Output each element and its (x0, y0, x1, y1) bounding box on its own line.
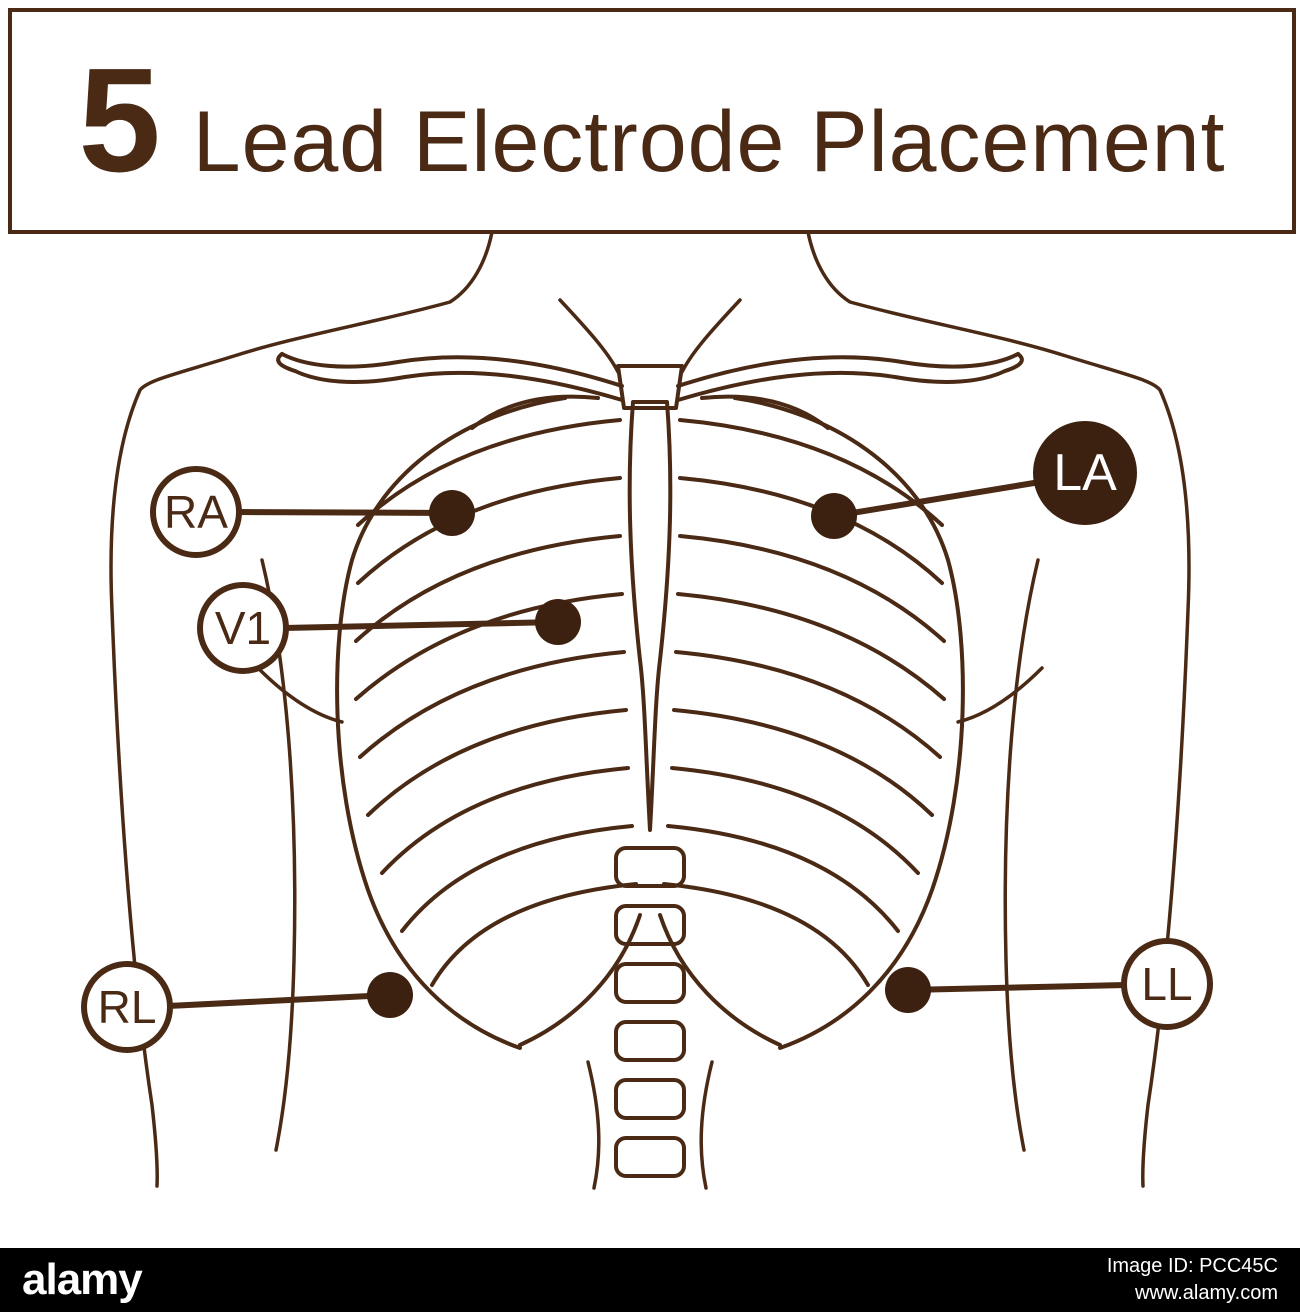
pectoral-line-right (956, 666, 1044, 724)
rl-connector-line (165, 992, 393, 1009)
ll-connector-line (905, 982, 1129, 993)
rib-right-9 (662, 882, 870, 987)
torso-outline-right (806, 230, 1191, 1188)
v1-connector-line (281, 619, 561, 631)
clavicle-left-bottom (293, 369, 624, 402)
rl-label-circle (81, 961, 173, 1053)
title-number: 5 (78, 38, 161, 203)
ll-label-text: LL (1141, 958, 1192, 1010)
clavicle-left-cap (276, 352, 297, 373)
manubrium (616, 364, 684, 410)
rib-left-6 (366, 708, 628, 817)
armpit-line-right (1003, 558, 1040, 1152)
electrode-ll: LL (885, 938, 1213, 1030)
title-box: 5 Lead Electrode Placement (8, 8, 1296, 234)
rl-electrode-dot (367, 972, 413, 1018)
ra-label-text: RA (164, 486, 228, 538)
ll-electrode-dot (885, 967, 931, 1013)
rl-label-text: RL (98, 981, 157, 1033)
rib-right-3 (678, 534, 946, 643)
rib-left-7 (380, 766, 630, 875)
rib-right-8 (666, 824, 900, 933)
abdomen-line-right (699, 1060, 714, 1190)
v1-label-circle (197, 582, 289, 674)
costal-margin-left (518, 913, 642, 1047)
clavicles-sternum (276, 352, 1024, 832)
la-connector-line (831, 479, 1043, 519)
la-label-circle (1033, 421, 1137, 525)
neck-muscle-right (680, 298, 742, 374)
title-text: Lead Electrode Placement (192, 94, 1226, 190)
rib-right-7 (670, 766, 920, 875)
ribcage-outline-right (733, 396, 965, 1050)
vertebra-6 (614, 1136, 686, 1178)
clavicle-left-top (280, 352, 624, 388)
ribcage-outline-left (335, 396, 567, 1050)
vertebra-1 (614, 846, 686, 888)
la-electrode-dot (811, 493, 857, 539)
electrode-v1: V1 (197, 582, 581, 674)
ll-label-circle (1121, 938, 1213, 1030)
rib-left-4 (354, 592, 624, 701)
vertebra-2 (614, 904, 686, 946)
rib-left-8 (400, 824, 634, 933)
la-label-text: LA (1053, 444, 1117, 502)
rib-left-1 (356, 418, 622, 527)
image-id: Image ID: PCC45C (1106, 1255, 1278, 1277)
vertebra-5 (614, 1078, 686, 1120)
clavicle-right-top (676, 352, 1020, 388)
spine (614, 846, 686, 1178)
ribcage-outline (335, 396, 965, 1050)
rib-right-4 (676, 592, 946, 701)
rib-left-3 (354, 534, 622, 643)
torso-outline (109, 230, 1191, 1190)
costal-margin-right (658, 913, 782, 1047)
rib-right-5 (674, 650, 942, 759)
ra-label-circle (150, 466, 242, 558)
rib-left-5 (358, 650, 626, 759)
neck-muscle-left (558, 298, 620, 374)
alamy-logo: alamy (22, 1255, 143, 1304)
clavicle-right-cap (1003, 352, 1024, 373)
clavicle-right-bottom (676, 369, 1007, 402)
electrode-la: LA (811, 421, 1137, 539)
abdomen-line-left (586, 1060, 601, 1190)
rib-right-6 (672, 708, 934, 817)
rib-right-1 (678, 418, 944, 527)
electrode-ra: RA (150, 466, 475, 558)
ribs-right (662, 418, 946, 987)
sternum (627, 400, 673, 832)
ribs-left (354, 418, 638, 987)
page-title: 5 Lead Electrode Placement (78, 47, 1225, 195)
ra-electrode-dot (429, 490, 475, 536)
footer-meta: Image ID: PCC45C www.alamy.com (1107, 1253, 1278, 1307)
ra-connector-line (233, 509, 455, 516)
v1-label-text: V1 (215, 602, 271, 654)
rib-left-9 (430, 882, 638, 987)
electrode-rl: RL (81, 961, 413, 1053)
footer-bar: alamy Image ID: PCC45C www.alamy.com (0, 1248, 1300, 1312)
pectoral-line-left (256, 666, 344, 724)
v1-electrode-dot (535, 599, 581, 645)
vertebra-3 (614, 962, 686, 1004)
vertebra-4 (614, 1020, 686, 1062)
website-url: www.alamy.com (1135, 1282, 1278, 1304)
